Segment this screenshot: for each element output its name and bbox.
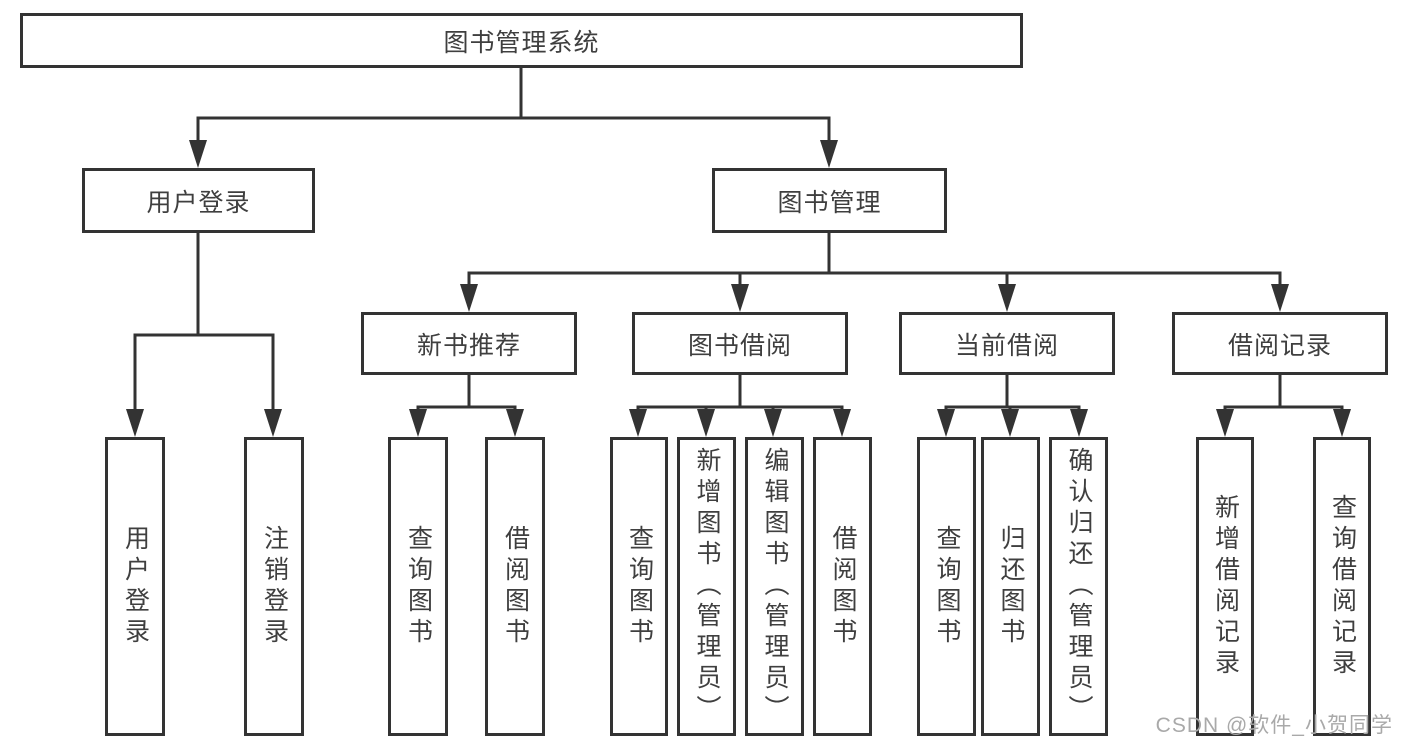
node-leaf-edit-book-admin: 编辑图书（管理员）	[745, 437, 804, 736]
node-leaf-logout: 注销登录	[244, 437, 304, 736]
node-user-login-group: 用户登录	[82, 168, 315, 233]
csdn-watermark: CSDN @软件_小贺同学	[1155, 714, 1393, 737]
node-leaf-add-book-admin: 新增图书（管理员）	[677, 437, 736, 736]
node-current-borrow: 当前借阅	[899, 312, 1115, 375]
node-leaf-confirm-return-admin: 确认归还（管理员）	[1049, 437, 1108, 736]
node-leaf-user-login: 用户登录	[105, 437, 165, 736]
node-borrow-records: 借阅记录	[1172, 312, 1388, 375]
node-leaf-borrow-book-1: 借阅图书	[485, 437, 545, 736]
node-leaf-query-book-2: 查询图书	[610, 437, 668, 736]
node-new-book-recommend: 新书推荐	[361, 312, 577, 375]
node-book-borrow: 图书借阅	[632, 312, 848, 375]
node-leaf-add-borrow-record: 新增借阅记录	[1196, 437, 1254, 736]
arrowheads	[126, 140, 1351, 437]
node-leaf-query-book-3: 查询图书	[917, 437, 976, 736]
tree-edges	[133, 68, 1344, 412]
node-leaf-borrow-book-2: 借阅图书	[813, 437, 872, 736]
node-leaf-query-book-1: 查询图书	[388, 437, 448, 736]
node-library-management-system: 图书管理系统	[20, 13, 1023, 68]
node-leaf-query-borrow-record: 查询借阅记录	[1313, 437, 1371, 736]
node-book-management: 图书管理	[712, 168, 947, 233]
node-leaf-return-book: 归还图书	[981, 437, 1040, 736]
